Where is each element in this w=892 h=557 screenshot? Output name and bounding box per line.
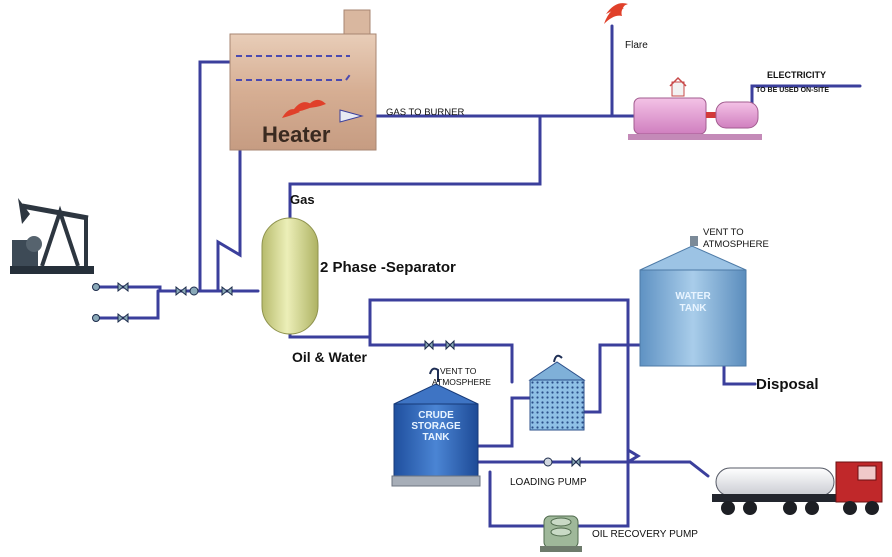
oil-recovery-pump-icon [540,515,582,552]
water-tank [639,236,747,367]
treater-vessel [528,354,586,431]
two-phase-separator [261,217,319,335]
pipe-treater-to-crude [476,396,532,448]
crude-tank-label-3: TANK [422,432,450,443]
tanker-truck-icon [712,461,883,515]
water-tank-label-2: TANK [679,303,707,314]
water-tank-label-1: WATER [675,291,711,302]
valves [92,281,581,468]
separator-label: 2 Phase -Separator [320,259,456,276]
pipe-to-heater [198,60,234,293]
electricity-label: ELECTRICITY [767,70,827,80]
generator-unit [628,76,762,140]
vent-crude-label-1: VENT TO [440,366,477,376]
vent-water-label-1: VENT TO [703,227,744,238]
pipe-treater-to-water [582,343,642,414]
pipe-network [94,24,862,528]
pumpjack-icon [10,198,94,274]
onsite-label: TO BE USED ON-SITE [756,87,829,94]
flowline-lower [94,289,160,320]
pipe-disposal [722,360,757,386]
flare-icon [604,3,628,24]
heater-unit [229,9,377,151]
pipe-crossover [626,448,641,464]
vent-water-label-2: ATMOSPHERE [703,239,769,250]
disposal-label: Disposal [756,376,819,393]
loading-pump-label: LOADING PUMP [510,477,587,488]
flare-label: Flare [625,40,648,51]
pipe-heater-return [216,146,242,293]
heater-label: Heater [262,122,331,147]
pipe-loading [476,460,710,478]
vent-crude-label-2: ATMOSPHERE [432,377,491,387]
crude-tank-label-2: STORAGE [411,421,461,432]
pipe-oil-water [288,298,630,390]
crude-storage-tank [391,367,481,487]
oil-recovery-pump-label: OIL RECOVERY PUMP [592,529,698,540]
gas-to-burner-label: GAS TO BURNER [386,107,465,118]
pipe-separator-gas [288,114,542,228]
pipe-oil-water-branch [368,335,514,384]
burner-flame-icon [282,99,326,118]
oil-water-label: Oil & Water [292,349,367,365]
gas-label: Gas [290,192,315,207]
crude-tank-label-1: CRUDE [418,410,454,421]
